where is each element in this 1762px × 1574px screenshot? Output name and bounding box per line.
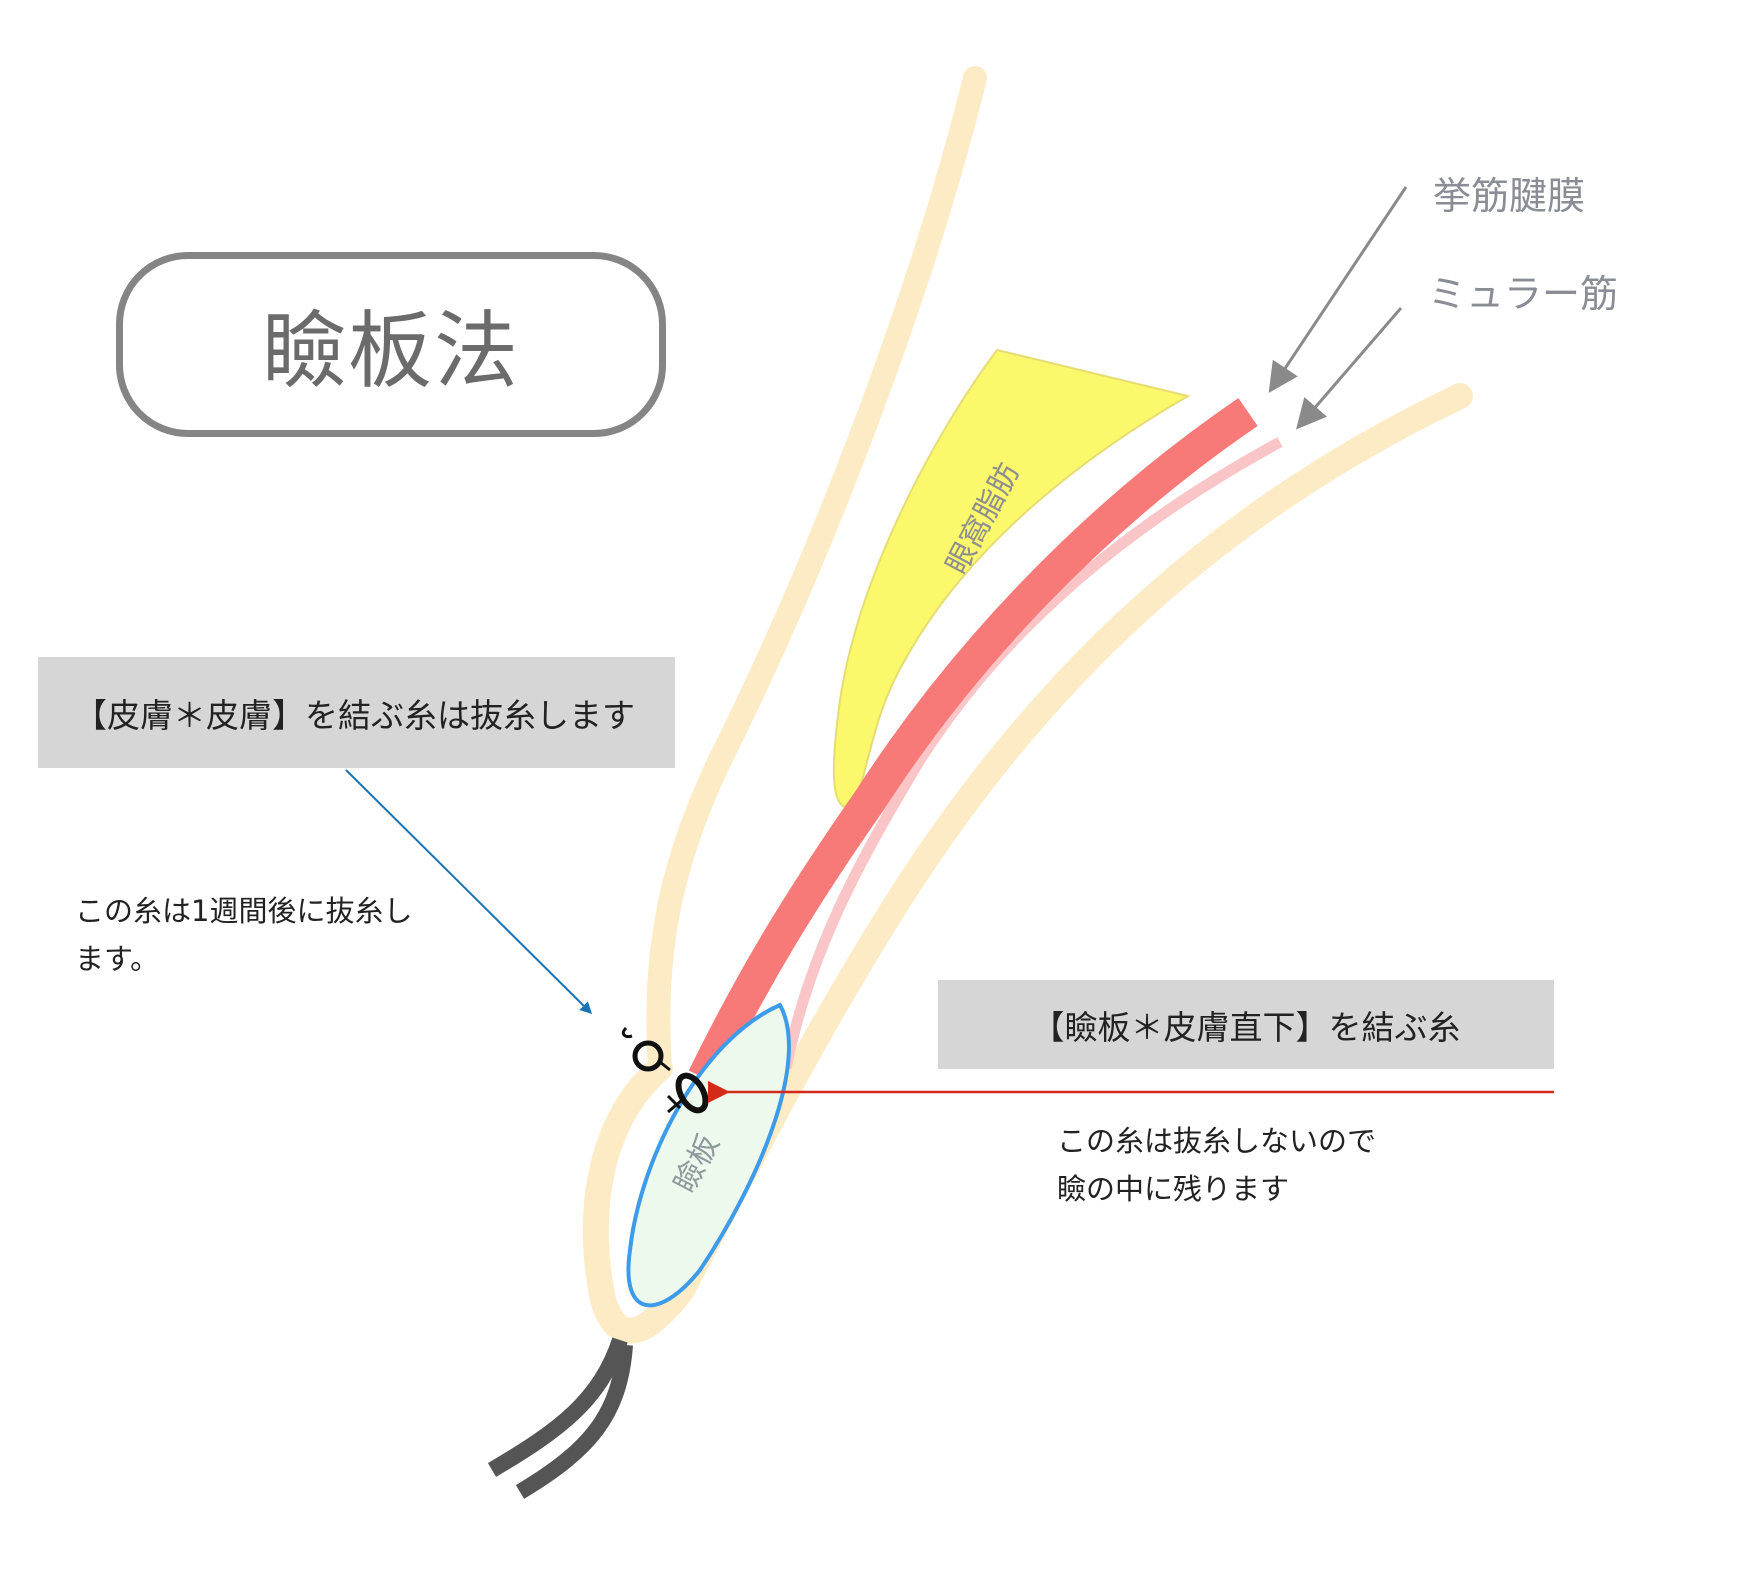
skin-suture-callout-text: 【皮膚＊皮膚】を結ぶ糸は抜糸します xyxy=(74,695,635,735)
levator-pointer-arrow xyxy=(1268,186,1408,393)
eyelash-1 xyxy=(487,1337,628,1477)
levator-aponeurosis-label: 挙筋腱膜 xyxy=(1433,174,1586,218)
eyelid-margin xyxy=(582,1055,695,1344)
muller-muscle-label: ミュラー筋 xyxy=(1428,272,1619,316)
skin-suture-arrow xyxy=(345,769,593,1015)
skin-suture-note-line2: ます。 xyxy=(75,942,160,976)
title-box: 瞼板法 xyxy=(116,252,666,437)
tarsal-suture-note-line2: 瞼の中に残ります xyxy=(1057,1172,1290,1206)
skin-suture-knot xyxy=(621,1026,671,1072)
tarsal-suture-callout-text: 【瞼板＊皮膚直下】を結ぶ糸 xyxy=(1031,1007,1461,1047)
tarsal-suture-note: この糸は抜糸しないので 瞼の中に残ります xyxy=(1057,1117,1376,1213)
skin-suture-callout-box: 【皮膚＊皮膚】を結ぶ糸は抜糸します xyxy=(38,657,675,768)
eyelash-2 xyxy=(515,1344,633,1499)
muller-pointer-arrow xyxy=(1296,307,1403,430)
skin-suture-note: この糸は1週間後に抜糸し ます。 xyxy=(75,887,412,983)
tarsal-suture-callout-box: 【瞼板＊皮膚直下】を結ぶ糸 xyxy=(938,980,1554,1069)
tarsal-suture-knot xyxy=(666,1072,709,1114)
anterior-skin-layer xyxy=(646,66,987,1080)
muller-muscle xyxy=(780,437,1283,1070)
diagram-title: 瞼板法 xyxy=(261,302,520,400)
skin-suture-note-line1: この糸は1週間後に抜糸し xyxy=(75,894,413,928)
levator-aponeurosis xyxy=(688,397,1258,1086)
tarsal-suture-note-line1: この糸は抜糸しないので xyxy=(1057,1124,1377,1158)
